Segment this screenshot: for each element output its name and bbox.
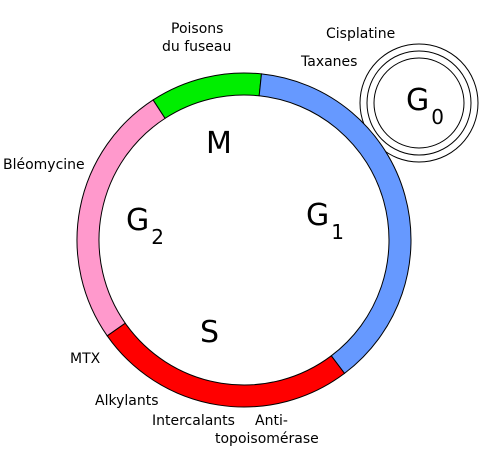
- drug-label-anti-line1: Anti-: [255, 413, 288, 429]
- phase-label-s: S: [200, 315, 219, 350]
- drug-label-poisons-line2: du fuseau: [162, 39, 231, 55]
- drug-label-alkylants: Alkylants: [95, 393, 159, 409]
- segment-m-phase: [152, 72, 263, 120]
- drug-label-bleomycine: Bléomycine: [3, 157, 85, 173]
- segment-g2-phase: [76, 99, 166, 337]
- drug-label-poisons-line1: Poisons: [171, 21, 223, 37]
- g0-ring-outline-outer: [359, 43, 479, 163]
- drug-label-anti-line2: topoisomérase: [215, 431, 319, 447]
- drug-label-mtx: MTX: [70, 351, 101, 367]
- drug-label-intercalants: Intercalants: [152, 413, 235, 429]
- g0-ring-outline-inner: [373, 57, 465, 149]
- drug-label-cisplatine: Cisplatine: [326, 26, 395, 42]
- g0-ring: [366, 50, 472, 156]
- drug-label-taxanes: Taxanes: [300, 54, 357, 70]
- phase-label-m: M: [206, 126, 232, 161]
